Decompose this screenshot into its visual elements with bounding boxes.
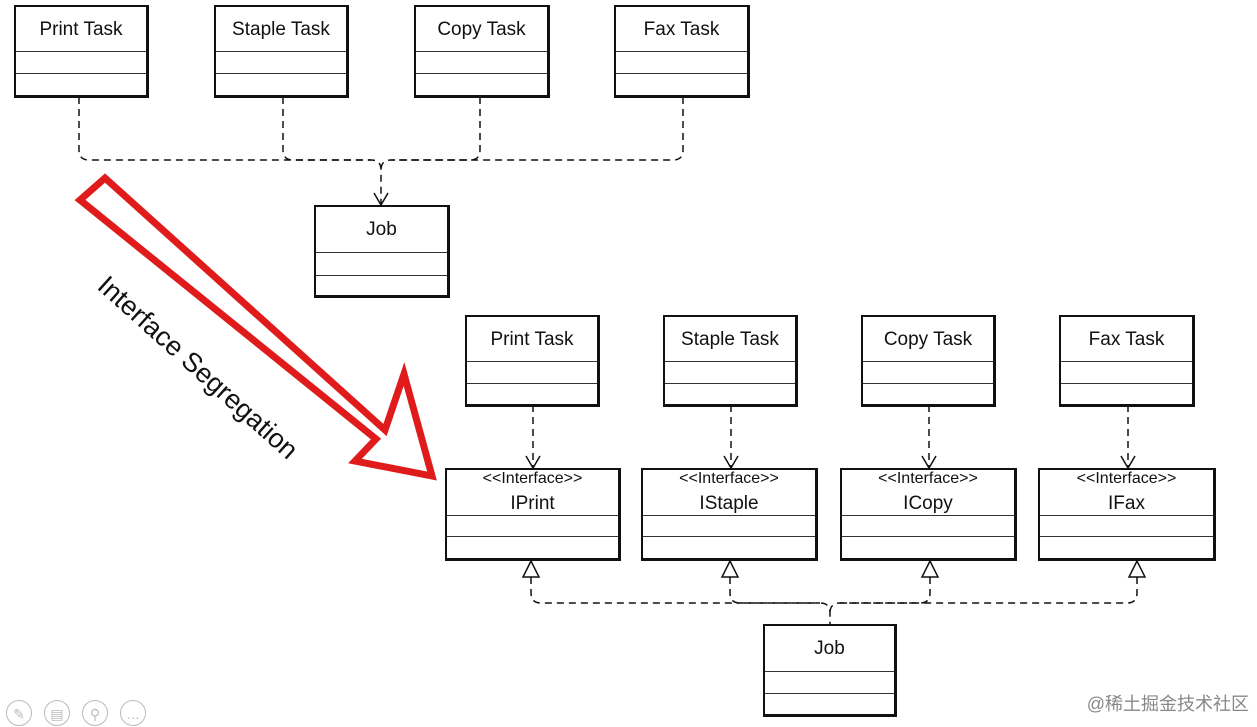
- interface-name: ICopy: [903, 493, 953, 514]
- top-staple-task-box: Staple Task: [214, 5, 349, 98]
- red-arrow: [74, 173, 437, 481]
- ifax-interface-box: <<Interface>> IFax: [1038, 468, 1216, 561]
- clipboard-icon[interactable]: ▤: [44, 700, 70, 726]
- class-name: Copy Task: [437, 19, 526, 40]
- pencil-icon[interactable]: ✎: [6, 700, 32, 726]
- top-copy-task-box: Copy Task: [414, 5, 550, 98]
- bottom-fax-task-box: Fax Task: [1059, 315, 1195, 407]
- class-name: Copy Task: [883, 329, 973, 350]
- zoom-icon[interactable]: ⚲: [82, 700, 108, 726]
- class-name: Job: [366, 219, 397, 240]
- stereotype: <<Interface>>: [878, 470, 978, 487]
- class-name: Job: [814, 638, 845, 659]
- interface-name: IPrint: [510, 493, 555, 514]
- more-icon[interactable]: …: [120, 700, 146, 726]
- istaple-interface-box: <<Interface>> IStaple: [641, 468, 818, 561]
- top-dependency-lines: [78, 97, 684, 205]
- class-name: Staple Task: [232, 19, 330, 40]
- bottom-staple-task-box: Staple Task: [663, 315, 798, 407]
- bottom-print-task-box: Print Task: [465, 315, 600, 407]
- watermark: @稀土掘金技术社区: [1086, 694, 1249, 714]
- class-name: Print Task: [490, 329, 574, 350]
- task-interface-arrowheads: [525, 455, 1136, 470]
- stereotype: <<Interface>>: [482, 470, 583, 487]
- class-name: Fax Task: [1088, 329, 1165, 350]
- class-name: Staple Task: [681, 329, 779, 350]
- bottom-job-box: Job: [763, 624, 897, 717]
- bottom-copy-task-box: Copy Task: [861, 315, 996, 407]
- realization-lines: [530, 577, 1138, 624]
- class-name: Fax Task: [643, 19, 720, 40]
- realization-triangles: [521, 559, 1147, 578]
- task-interface-lines: [532, 405, 1129, 468]
- icopy-interface-box: <<Interface>> ICopy: [840, 468, 1017, 561]
- top-job-box: Job: [314, 205, 450, 298]
- iprint-interface-box: <<Interface>> IPrint: [445, 468, 621, 561]
- class-name: Print Task: [39, 19, 123, 40]
- interface-name: IStaple: [699, 493, 759, 514]
- stereotype: <<Interface>>: [1076, 470, 1177, 487]
- top-fax-task-box: Fax Task: [614, 5, 750, 98]
- top-print-task-box: Print Task: [14, 5, 149, 98]
- stereotype: <<Interface>>: [679, 470, 779, 487]
- interface-name: IFax: [1108, 493, 1145, 514]
